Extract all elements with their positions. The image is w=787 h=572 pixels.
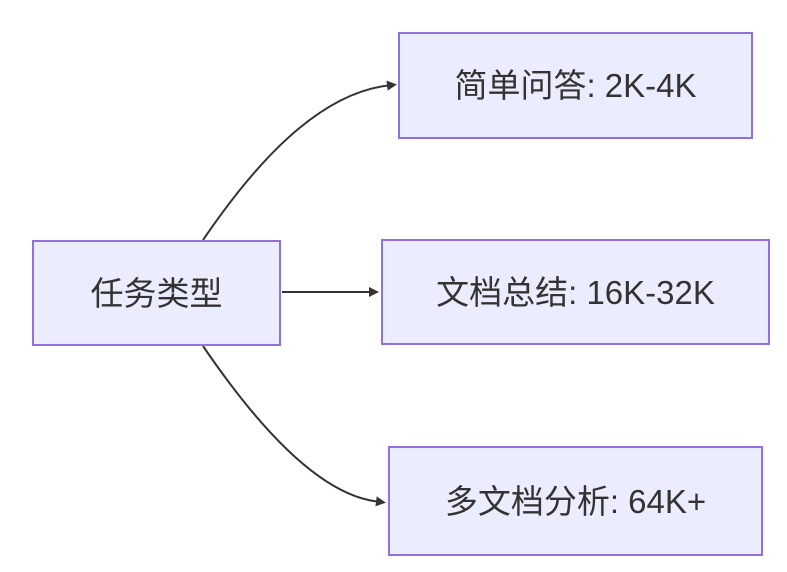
node-simple-qa: 简单问答: 2K-4K — [398, 32, 753, 139]
node-simple-qa-label: 简单问答: 2K-4K — [454, 67, 697, 104]
node-doc-summary-label: 文档总结: 16K-32K — [436, 273, 715, 311]
edge-root-to-qa — [202, 80, 397, 241]
node-multi-doc-analysis-label: 多文档分析: 64K+ — [444, 482, 707, 520]
node-task-type-label: 任务类型 — [90, 274, 223, 312]
node-doc-summary: 文档总结: 16K-32K — [381, 239, 770, 345]
node-task-type: 任务类型 — [32, 240, 281, 346]
edge-root-to-multi — [202, 345, 386, 507]
node-multi-doc-analysis: 多文档分析: 64K+ — [388, 446, 763, 556]
